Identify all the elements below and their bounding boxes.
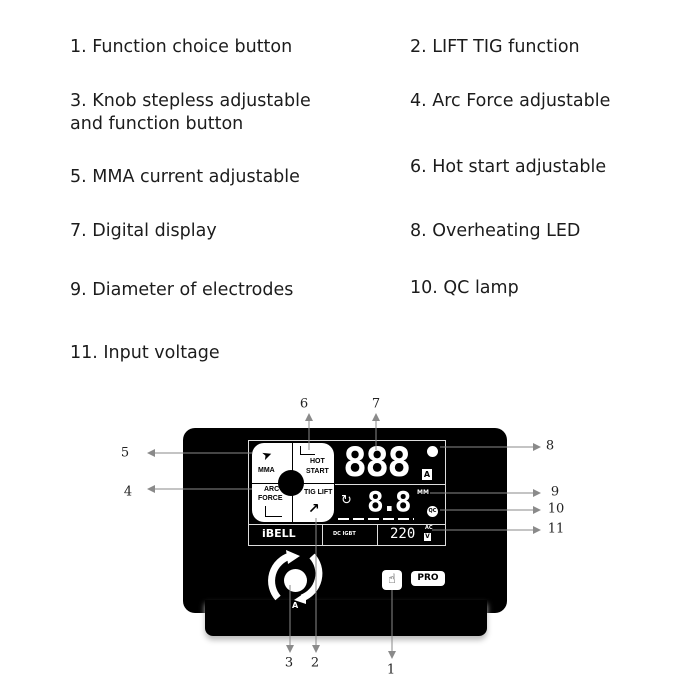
hand-pointer-icon: ☝ xyxy=(388,572,396,587)
arc-label: ARC xyxy=(264,486,280,493)
dc-igbt-label: DC IGBT xyxy=(333,531,356,537)
legend-item-3: 3. Knob stepless adjustable and function… xyxy=(70,91,311,134)
legend-item-1: 1. Function choice button xyxy=(70,37,293,57)
control-panel xyxy=(183,428,507,613)
knob-label: A xyxy=(292,601,299,610)
function-button[interactable]: ☝ xyxy=(382,570,402,590)
arc-force-curve-icon xyxy=(265,506,282,517)
brand-logo: iBELL xyxy=(262,527,296,540)
legend-item-6: 6. Hot start adjustable xyxy=(410,157,607,177)
start-label: START xyxy=(306,468,329,475)
callout-11: 11 xyxy=(547,521,565,537)
qc-lamp: QC xyxy=(427,506,438,517)
electrode-diameter-display: 8.8 xyxy=(367,485,412,518)
pro-badge: PRO xyxy=(411,571,445,586)
callout-6: 6 xyxy=(299,396,309,412)
control-panel-lower xyxy=(205,600,487,636)
legend-item-8: 8. Overheating LED xyxy=(410,221,581,241)
legend-item-5: 5. MMA current adjustable xyxy=(70,167,300,187)
tig-torch-icon: ↗ xyxy=(308,501,320,517)
mm-label: MM xyxy=(417,489,429,496)
volt-unit: V xyxy=(424,533,431,541)
adjust-knob[interactable] xyxy=(284,569,307,592)
callout-4: 4 xyxy=(123,484,133,500)
voltage-display: 220 xyxy=(390,526,416,542)
legend-item-10: 10. QC lamp xyxy=(410,278,519,298)
knob-arrows-icon xyxy=(268,550,323,604)
callout-2: 2 xyxy=(310,655,320,671)
legend-item-2: 2. LIFT TIG function xyxy=(410,37,580,57)
tig-lift-label: TIG LIFT xyxy=(304,489,333,496)
callout-5: 5 xyxy=(120,445,130,461)
selector-center xyxy=(278,470,304,496)
callout-9: 9 xyxy=(550,484,560,500)
legend-item-11: 11. Input voltage xyxy=(70,343,220,363)
hot-start-curve-icon xyxy=(300,446,315,455)
legend-item-4: 4. Arc Force adjustable xyxy=(410,91,611,111)
divider xyxy=(322,524,323,545)
main-display: 888 xyxy=(343,440,411,486)
legend-item-9: 9. Diameter of electrodes xyxy=(70,280,294,300)
hot-label: HOT xyxy=(310,458,325,465)
overheat-led-icon xyxy=(427,446,438,457)
callout-1: 1 xyxy=(386,662,396,678)
callout-8: 8 xyxy=(545,438,555,454)
divider xyxy=(377,524,378,545)
callout-7: 7 xyxy=(371,396,381,412)
callout-3: 3 xyxy=(284,655,294,671)
unit-a: A xyxy=(422,469,432,480)
mma-label: MMA xyxy=(258,467,275,474)
force-label: FORCE xyxy=(258,495,283,502)
divider xyxy=(248,524,445,525)
ac-label: AC xyxy=(425,525,433,531)
legend-item-7: 7. Digital display xyxy=(70,221,217,241)
bar-segments xyxy=(338,518,414,520)
cycle-icon: ↻ xyxy=(341,493,352,508)
callout-10: 10 xyxy=(547,501,565,517)
divider xyxy=(335,484,445,485)
